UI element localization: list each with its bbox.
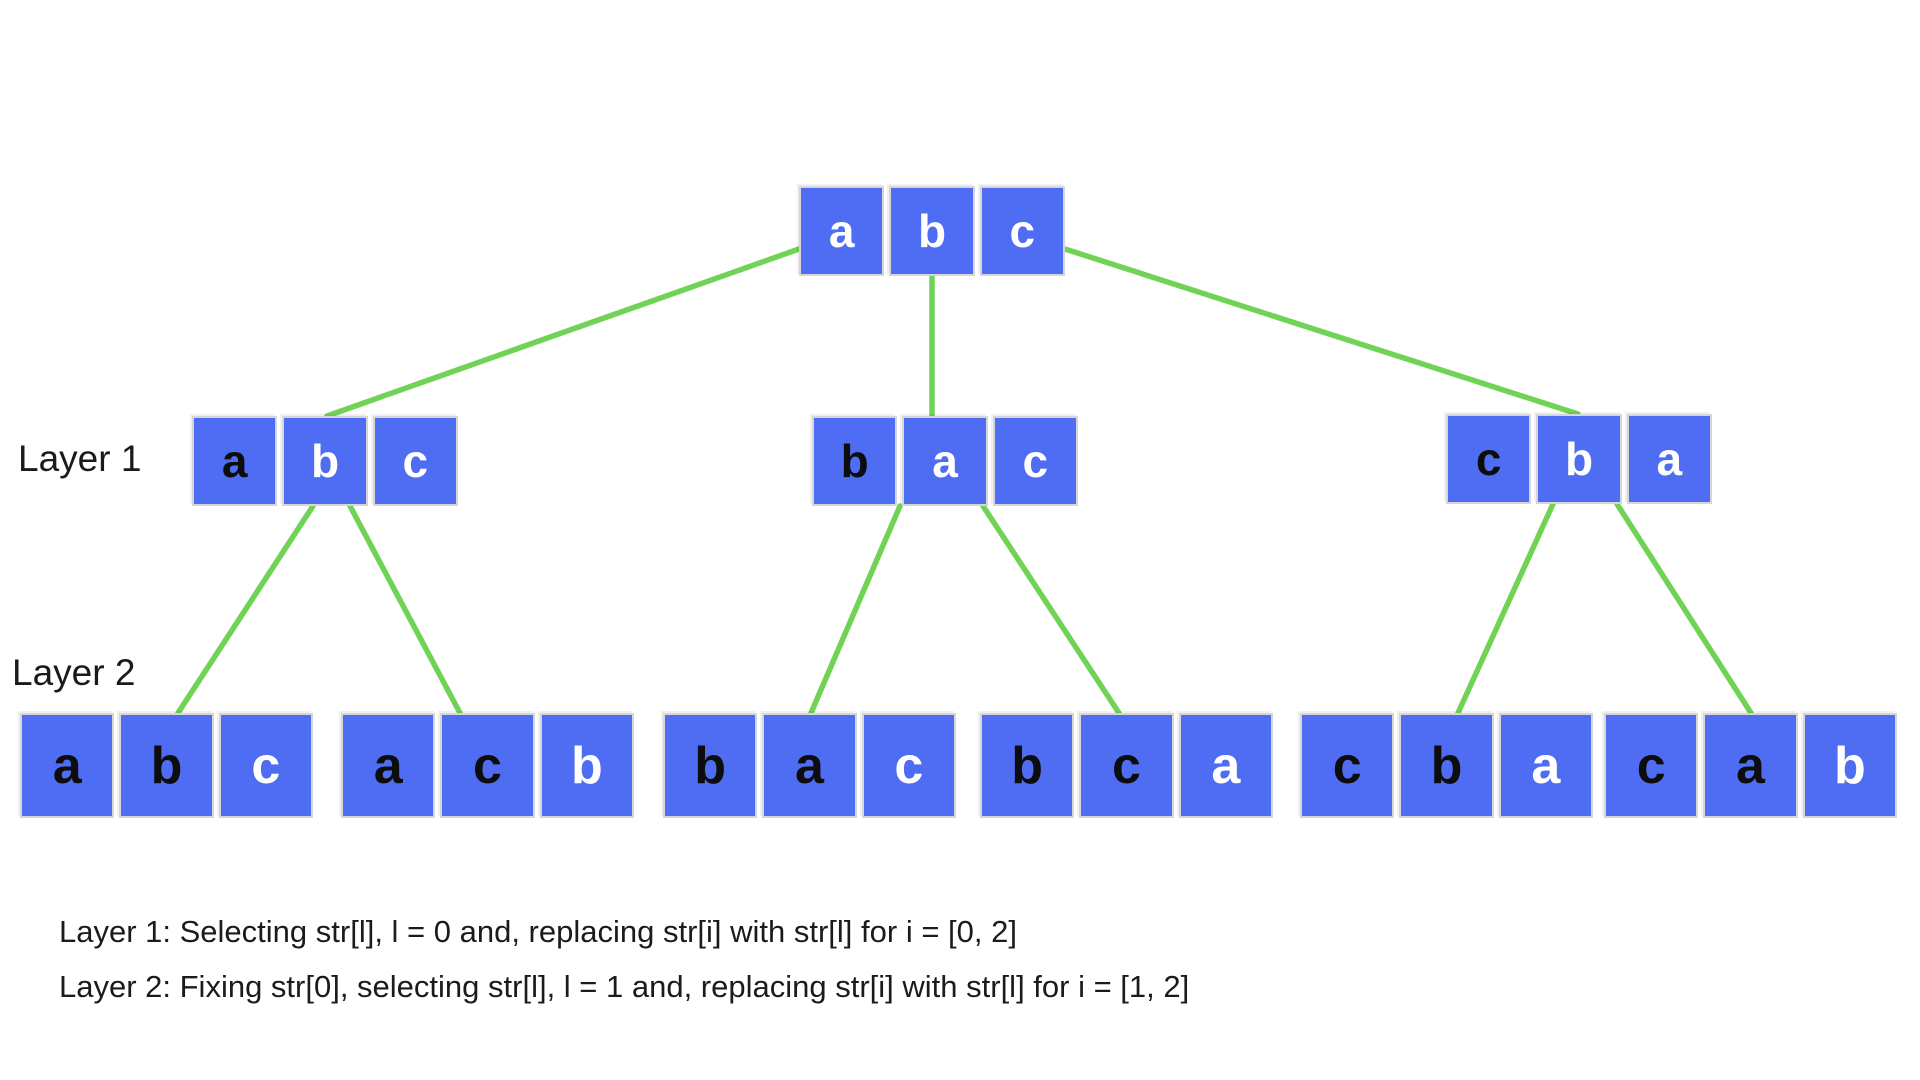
char-cell-root-1: b bbox=[889, 186, 975, 276]
char-cell-l2a-2: c bbox=[218, 713, 313, 818]
tree-edge-root-l1c bbox=[1062, 246, 1581, 417]
char-cell-l2a-0: a bbox=[20, 713, 115, 818]
char-cell-root-2: c bbox=[979, 186, 1065, 276]
char-cell-l1b-1: a bbox=[902, 416, 988, 506]
char-cell-l1c-1: b bbox=[1536, 414, 1622, 504]
char-cell-l2f-2: b bbox=[1802, 713, 1897, 818]
tree-edge-l1b-l2d bbox=[980, 503, 1122, 716]
char-cell-l1a-1: b bbox=[282, 416, 368, 506]
char-cell-l1a-2: c bbox=[372, 416, 458, 506]
tree-edge-l1a-l2a bbox=[175, 503, 316, 716]
char-cell-l2e-0: c bbox=[1300, 713, 1395, 818]
char-cell-l2e-2: a bbox=[1498, 713, 1593, 818]
char-cell-l2c-1: a bbox=[762, 713, 857, 818]
char-cell-l2a-1: b bbox=[119, 713, 214, 818]
char-cell-l1c-2: a bbox=[1626, 414, 1712, 504]
char-cell-l2c-2: c bbox=[861, 713, 956, 818]
caption-line-2: Layer 2: Fixing str[0], selecting str[l]… bbox=[59, 969, 1190, 1004]
char-cell-l1b-0: b bbox=[812, 416, 898, 506]
char-cell-l2d-0: b bbox=[980, 713, 1075, 818]
layer-1-label: Layer 1 bbox=[18, 438, 142, 479]
tree-edge-root-l1a bbox=[324, 246, 802, 419]
tree-edge-l1c-l2e bbox=[1455, 501, 1556, 716]
char-cell-l2b-2: b bbox=[539, 713, 634, 818]
char-cell-l2f-1: a bbox=[1703, 713, 1798, 818]
char-cell-l1c-0: c bbox=[1446, 414, 1532, 504]
tree-edge-l1a-l2b bbox=[347, 503, 463, 716]
char-cell-l2c-0: b bbox=[663, 713, 758, 818]
char-cell-l2f-0: c bbox=[1604, 713, 1699, 818]
char-cell-l2e-1: b bbox=[1399, 713, 1494, 818]
char-cell-l2d-1: c bbox=[1079, 713, 1174, 818]
char-cell-l1b-2: c bbox=[992, 416, 1078, 506]
caption-line-1: Layer 1: Selecting str[l], l = 0 and, re… bbox=[59, 914, 1017, 949]
char-cell-l2b-0: a bbox=[341, 713, 436, 818]
tree-edge-l1b-l2c bbox=[808, 503, 903, 716]
layer-2-label: Layer 2 bbox=[12, 652, 136, 693]
char-cell-l1a-0: a bbox=[192, 416, 278, 506]
char-cell-l2b-1: c bbox=[440, 713, 535, 818]
char-cell-l2d-2: a bbox=[1178, 713, 1273, 818]
tree-edge-l1c-l2f bbox=[1614, 501, 1754, 716]
char-cell-root-0: a bbox=[799, 186, 885, 276]
